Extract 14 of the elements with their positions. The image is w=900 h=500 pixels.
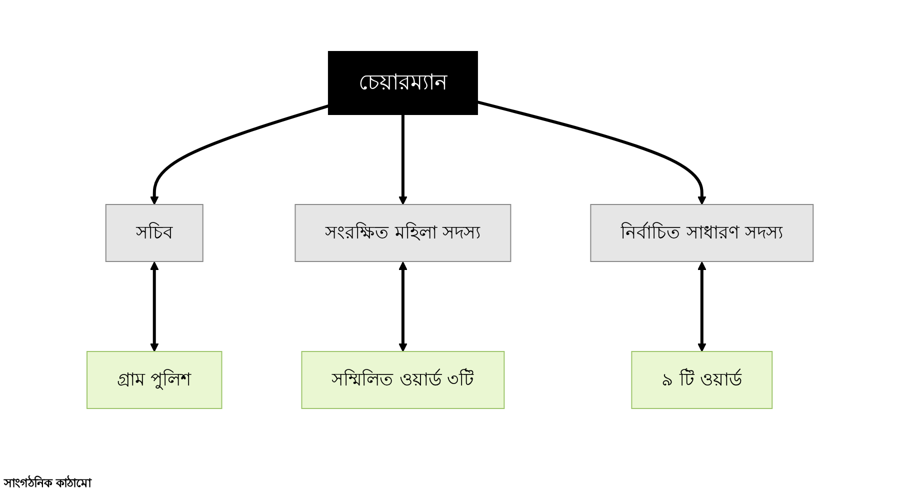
arrow [150, 104, 329, 205]
footer-note: সাংগঠনিক কাঠামো [4, 474, 92, 492]
arrow [398, 114, 408, 205]
arrow [477, 100, 706, 205]
node-box: সচিব [105, 204, 204, 262]
node-box: সংরক্ষিত মহিলা সদস্য [294, 204, 512, 262]
arrow [398, 262, 408, 352]
node-box: ৯ টি ওয়ার্ড [631, 351, 773, 409]
node-box: সম্মিলিত ওয়ার্ড ৩টি [301, 351, 505, 409]
node-box: চেয়ারম্যান [328, 51, 478, 115]
node-box: নির্বাচিত সাধারণ সদস্য [590, 204, 814, 262]
arrow [697, 262, 706, 352]
arrow [150, 262, 159, 352]
node-box: গ্রাম পুলিশ [86, 351, 222, 409]
